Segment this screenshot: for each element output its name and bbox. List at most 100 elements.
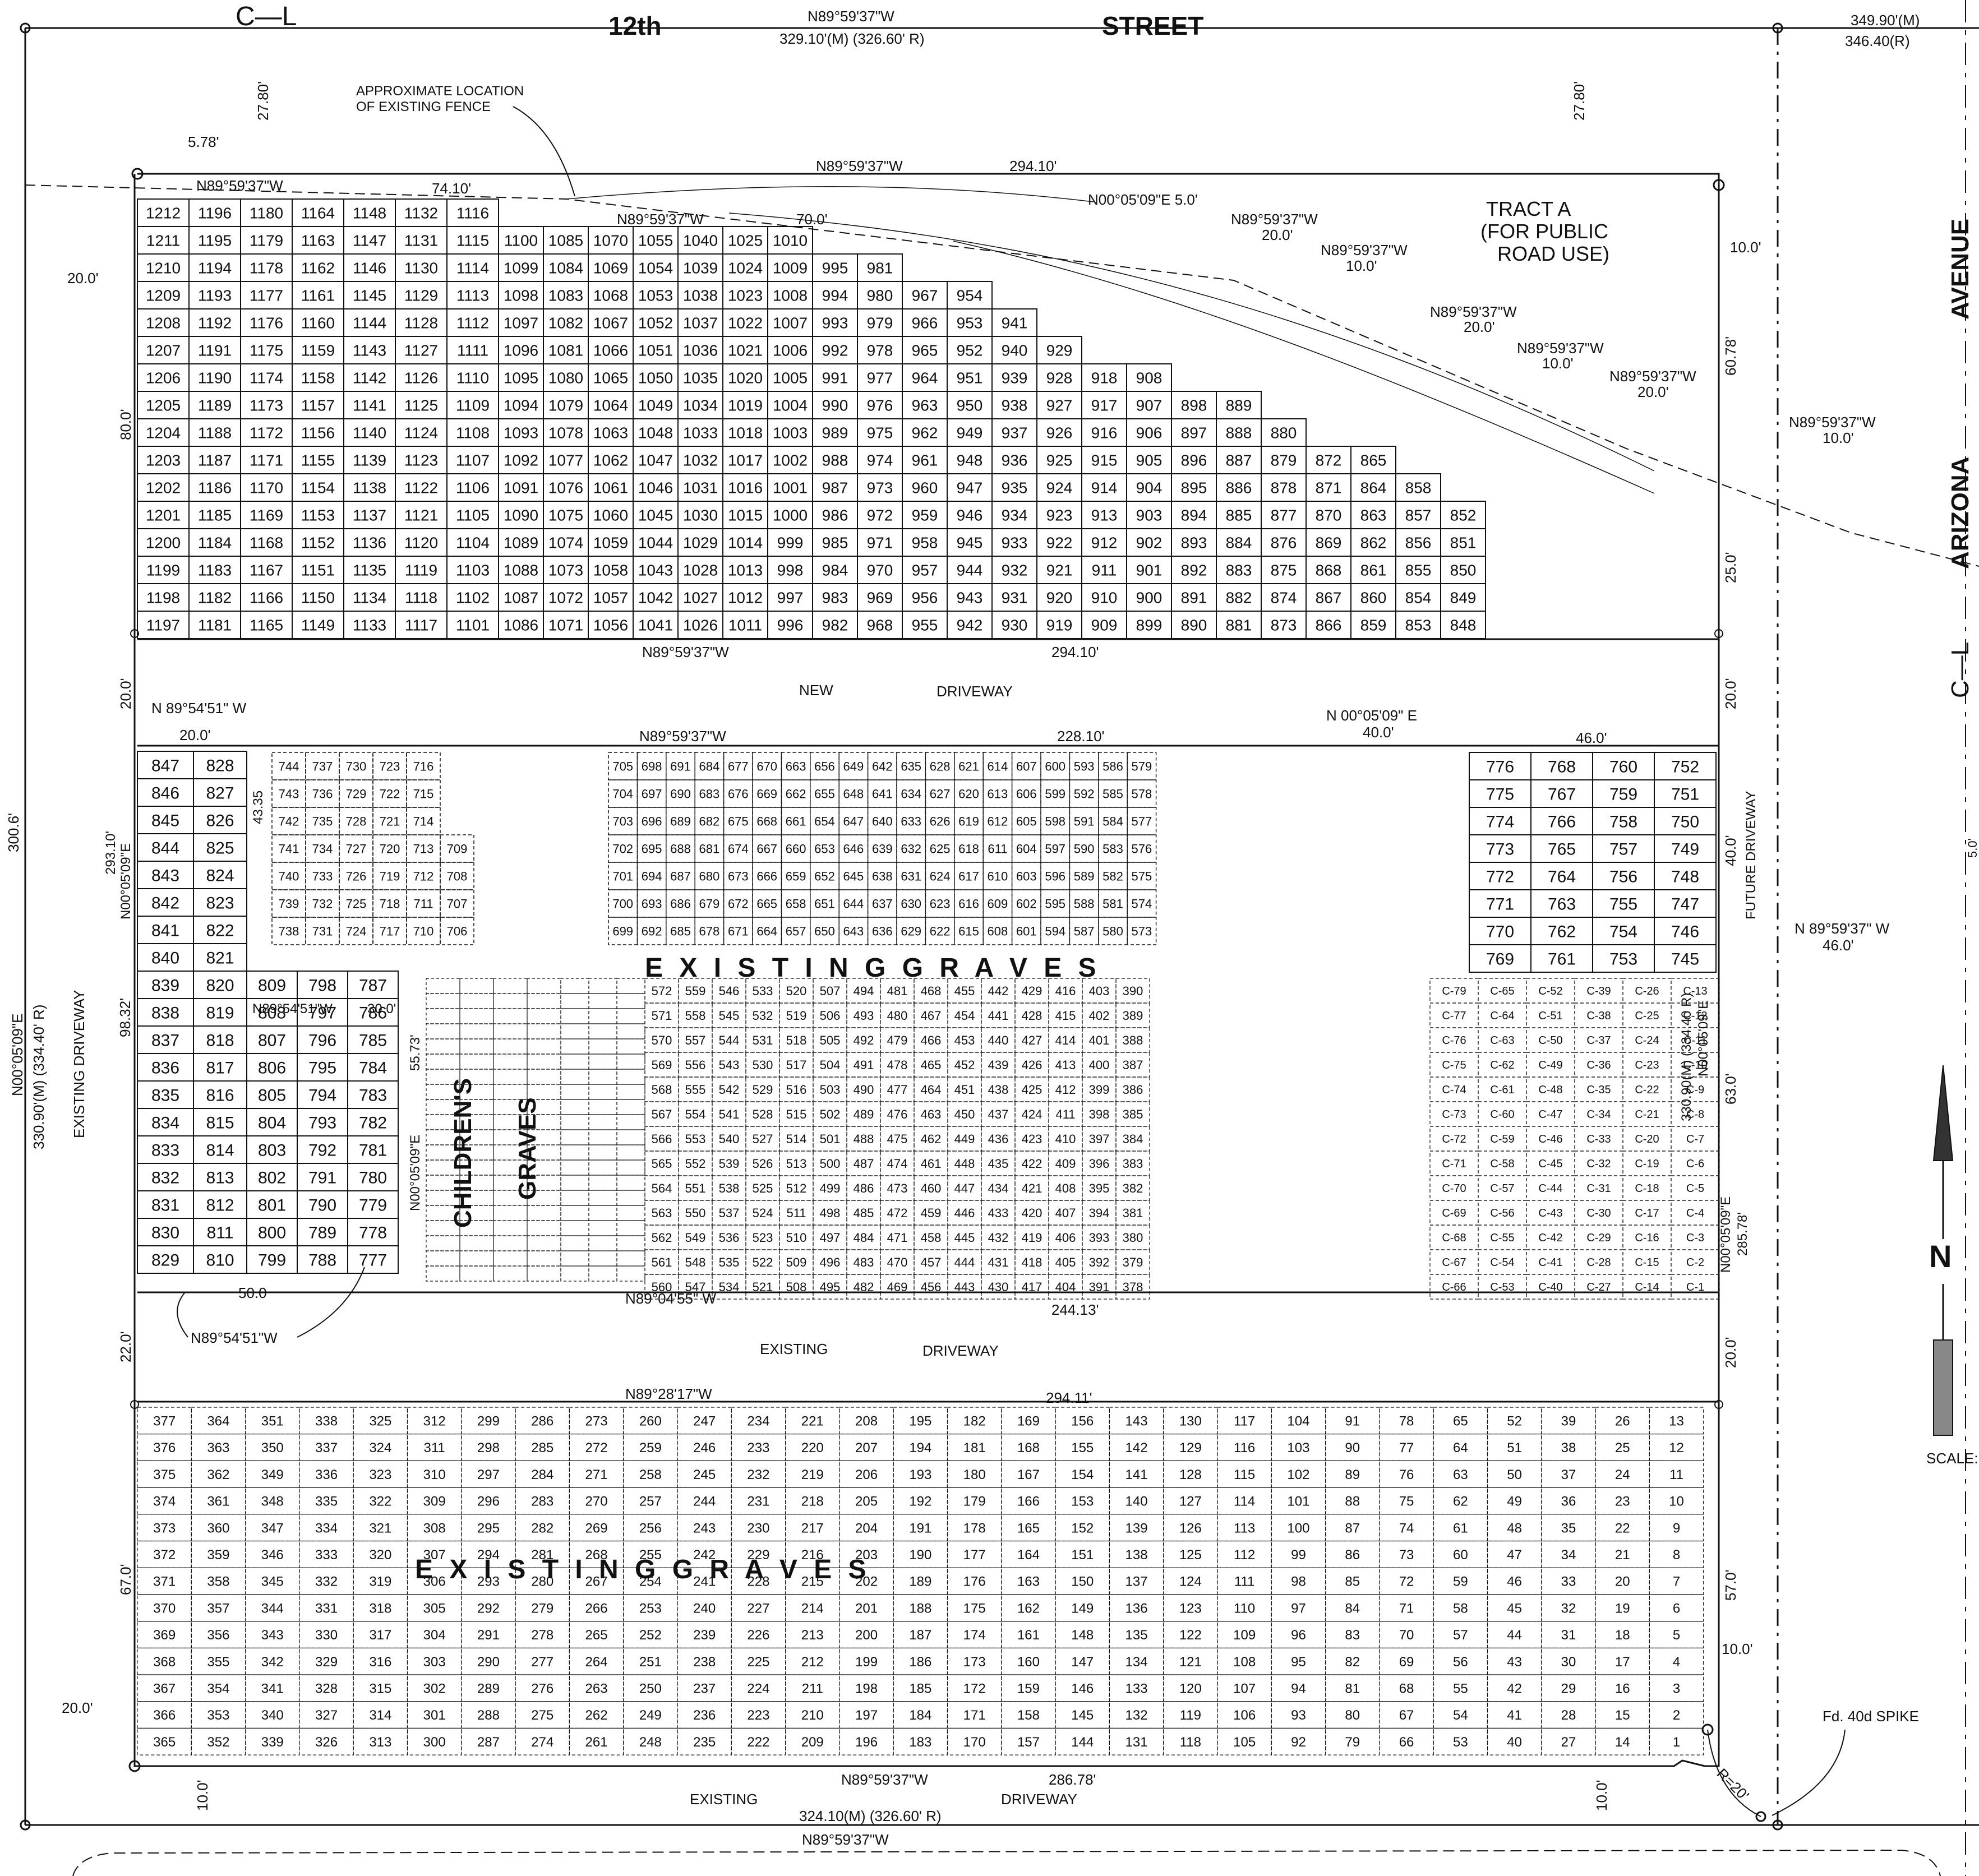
lot-number: 587 [1074, 924, 1095, 938]
lot-number: 521 [753, 1280, 773, 1294]
lot-number: 170 [963, 1735, 986, 1750]
grave-lot: 755 [1592, 889, 1655, 918]
dim-27-80-right: 27.80' [1571, 81, 1588, 121]
grave-lot: 835 [137, 1080, 194, 1109]
lot-number: 245 [693, 1467, 716, 1482]
lot-number: 599 [1045, 787, 1065, 801]
grave-lot: 96 [1271, 1621, 1326, 1648]
grave-lot [588, 1220, 617, 1236]
grave-lot: 1183 [188, 556, 241, 584]
lot-number: 692 [642, 924, 662, 938]
lot-number: 761 [1548, 950, 1576, 968]
grave-lot: 89 [1325, 1460, 1380, 1488]
grave-lot: C-76 [1429, 1027, 1479, 1053]
grave-lot: 310 [407, 1460, 462, 1488]
lot-number: 951 [957, 369, 983, 387]
grave-lot: 520 [779, 978, 814, 1004]
grave-lot: 126 [1163, 1514, 1218, 1542]
lot-number: 229 [747, 1547, 769, 1563]
lot-number: 367 [153, 1681, 176, 1696]
lot-number: 1081 [548, 342, 583, 359]
grave-lot: 42 [1487, 1674, 1542, 1702]
grave-lot: 1168 [240, 528, 293, 557]
grave-lot: 262 [569, 1701, 624, 1729]
lot-number: 986 [822, 507, 848, 524]
grave-lot: 812 [193, 1190, 247, 1219]
grave-lot: 608 [982, 917, 1013, 945]
grave-lot [616, 1038, 645, 1055]
lot-number: 603 [1016, 869, 1037, 883]
grave-lot: 52 [1487, 1407, 1542, 1435]
lot-number: 768 [1548, 757, 1576, 776]
grave-lot: 79 [1325, 1727, 1380, 1755]
grave-lot: 642 [867, 752, 897, 780]
lot-number: C-26 [1635, 985, 1659, 997]
lot-number: 331 [315, 1601, 338, 1616]
grave-lot: 724 [339, 917, 373, 945]
grave-lot: 209 [785, 1727, 840, 1755]
lot-number: 70 [1399, 1628, 1414, 1643]
lot-number: 10 [1669, 1494, 1684, 1509]
grave-lot: 40 [1487, 1727, 1542, 1755]
grave-lot: 745 [1654, 944, 1717, 973]
lot-number: 282 [531, 1521, 553, 1536]
lot-number: 1140 [353, 424, 386, 442]
grave-lot: 740 [271, 862, 306, 890]
lot-number: 608 [988, 924, 1008, 938]
grave-lot: 207 [839, 1434, 894, 1461]
lot-number: C-45 [1538, 1158, 1562, 1170]
grave-lot: 250 [623, 1674, 678, 1702]
grave-lot: 961 [902, 446, 948, 474]
step6-bearing: N89°59'37"W [1789, 414, 1876, 431]
grave-lot: 761 [1530, 944, 1593, 973]
grave-lot: 469 [880, 1274, 915, 1300]
grave-lot: 1053 [633, 281, 679, 309]
lot-number: 404 [1055, 1280, 1076, 1294]
grave-lot: C-57 [1478, 1175, 1527, 1201]
lot-number: 74 [1399, 1521, 1414, 1536]
grave-lot: 418 [1014, 1249, 1049, 1275]
grave-lot [560, 1114, 589, 1130]
grave-lot: 177 [947, 1540, 1002, 1568]
lot-number: 324 [369, 1440, 391, 1455]
grave-lot: 35 [1541, 1514, 1596, 1542]
grave-lot: 712 [406, 862, 441, 890]
grave-lot: C-36 [1574, 1052, 1623, 1078]
lot-number: 247 [693, 1413, 716, 1429]
grave-lot: 1041 [633, 611, 679, 639]
grave-lot: 921 [1036, 556, 1082, 584]
lot-number: 237 [693, 1681, 716, 1696]
grave-lot: 458 [914, 1225, 948, 1250]
grave-lot: 1188 [188, 418, 241, 447]
lot-number: 757 [1609, 840, 1637, 858]
lot-number: 771 [1486, 895, 1514, 913]
lot-number: 377 [153, 1413, 176, 1429]
lot-number: 1204 [146, 424, 181, 442]
lot-number: 992 [822, 342, 848, 359]
grave-lot: 929 [1036, 336, 1082, 364]
grave-lot: 623 [925, 889, 955, 918]
grave-lot: 1089 [498, 528, 544, 557]
lot-number: 277 [531, 1655, 553, 1670]
grave-lot: 427 [1014, 1027, 1049, 1053]
lot-number: 1135 [353, 562, 386, 579]
lot-number: 833 [151, 1141, 179, 1159]
lot-number: 373 [153, 1521, 176, 1536]
grave-lot: 904 [1126, 473, 1172, 502]
grave-lot: 651 [810, 889, 839, 918]
lot-number: 154 [1071, 1467, 1094, 1482]
grave-lot: 911 [1081, 556, 1127, 584]
grave-lot: 625 [925, 834, 955, 863]
dim-98-32: 98.32' [117, 998, 133, 1037]
grave-lot: 562 [644, 1225, 679, 1250]
grave-lot: 591 [1069, 807, 1099, 835]
grave-lot: 99 [1271, 1540, 1326, 1568]
lot-number: 64 [1453, 1440, 1468, 1455]
grave-lot: 356 [191, 1621, 246, 1648]
lot-number: 662 [786, 787, 806, 801]
grave-lot: 148 [1055, 1621, 1110, 1648]
grave-lot: 338 [299, 1407, 354, 1435]
grave-lot: 72 [1379, 1567, 1434, 1595]
grave-lot: 142 [1109, 1434, 1164, 1461]
lot-number: 481 [887, 984, 908, 998]
